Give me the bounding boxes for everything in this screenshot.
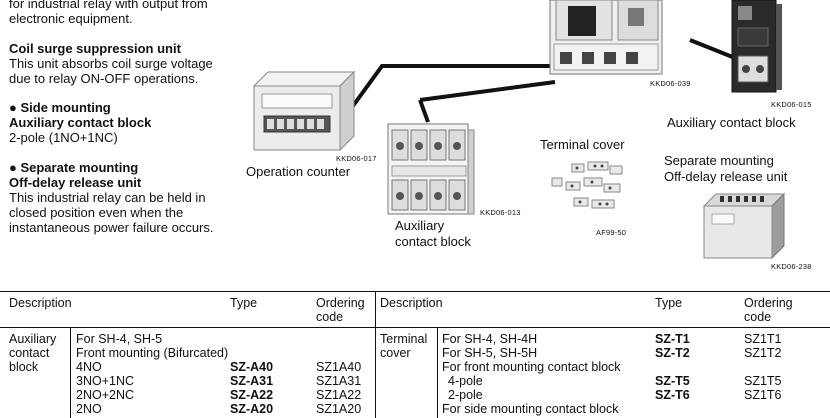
left-row-type: SZ-A22 [230, 388, 274, 402]
right-row-desc: 2-pole [448, 388, 483, 402]
right-row-code: SZ1T1 [744, 332, 782, 346]
side-desc: 2-pole (1NO+1NC) [9, 130, 118, 145]
right-row-type: SZ-T2 [655, 346, 690, 360]
left-row-code: SZ1A20 [316, 402, 362, 416]
code-kkd06-039: KKD06-039 [650, 79, 691, 88]
caption-operation-counter: Operation counter [246, 164, 351, 179]
separate-title: Off-delay release unit [9, 175, 142, 190]
table-center-divider [375, 291, 376, 418]
side-title: Auxiliary contact block [9, 115, 152, 130]
left-group-label-2: contact [9, 346, 50, 360]
side-aux-block-image [731, 0, 782, 93]
right-row-type: SZ-T1 [655, 332, 690, 346]
right-row-desc: For SH-4, SH-4H [442, 332, 538, 346]
table-header-rule [0, 327, 830, 328]
table-top-rule [0, 291, 830, 292]
side-heading: ● Side mounting [9, 100, 111, 115]
aux-contact-block-image [387, 123, 475, 215]
right-row-type: SZ-T6 [655, 388, 690, 402]
left-row-type: SZ-A20 [230, 402, 274, 416]
separate-desc-3: instantaneous power failure occurs. [9, 220, 214, 235]
terminal-cover-image [551, 161, 623, 209]
separate-heading: ● Separate mounting [9, 160, 139, 175]
left-row-desc: 2NO+2NC [76, 388, 135, 402]
right-row-desc: For SH-5, SH-5H [442, 346, 538, 360]
right-header-ordering: Ordering [744, 296, 793, 310]
intro-line-2: electronic equipment. [9, 11, 133, 26]
caption-separate-1: Separate mounting [664, 153, 774, 168]
relay-image [549, 0, 663, 75]
left-header-code: code [316, 310, 344, 324]
right-header-description: Description [380, 296, 443, 310]
code-af99-50: AF99-50 [596, 228, 627, 237]
left-header-ordering: Ordering [316, 296, 365, 310]
caption-aux-block-right: Auxiliary contact block [667, 115, 796, 130]
left-header-description: Description [9, 296, 72, 310]
coil-title: Coil surge suppression unit [9, 41, 181, 56]
off-delay-unit-image [702, 192, 786, 260]
right-row-desc: 4-pole [448, 374, 483, 388]
caption-aux-block-1: Auxiliary [395, 218, 445, 233]
left-row-desc: 2NO [76, 402, 102, 416]
caption-separate-2: Off-delay release unit [664, 169, 788, 184]
right-row-code: SZ1T2 [744, 346, 782, 360]
left-group-label-1: Auxiliary [9, 332, 57, 346]
coil-desc-2: due to relay ON-OFF operations. [9, 71, 199, 86]
table-right-group-divider [437, 327, 438, 418]
left-row-code: SZ1A22 [316, 388, 362, 402]
caption-terminal-cover: Terminal cover [540, 137, 625, 152]
left-row-desc: Front mounting (Bifurcated) [76, 346, 229, 360]
separate-desc-1: This industrial relay can be held in [9, 190, 206, 205]
left-row-type: SZ-A31 [230, 374, 274, 388]
intro-line-1: for industrial relay with output from [9, 0, 208, 11]
right-header-code: code [744, 310, 772, 324]
left-row-type: SZ-A40 [230, 360, 274, 374]
right-group-label-1: Terminal [380, 332, 428, 346]
separate-desc-2: closed position even when the [9, 205, 184, 220]
right-row-code: SZ1T6 [744, 388, 782, 402]
right-row-desc: For side mounting contact block [442, 402, 619, 416]
right-row-desc: For front mounting contact block [442, 360, 621, 374]
right-row-type: SZ-T5 [655, 374, 690, 388]
right-row-code: SZ1T5 [744, 374, 782, 388]
table-left-group-divider [70, 327, 71, 418]
code-kkd06-013: KKD06-013 [480, 208, 521, 217]
left-row-desc: For SH-4, SH-5 [76, 332, 163, 346]
left-group-label-3: block [9, 360, 39, 374]
left-row-desc: 3NO+1NC [76, 374, 135, 388]
right-group-label-2: cover [380, 346, 411, 360]
left-row-code: SZ1A31 [316, 374, 362, 388]
caption-aux-block-2: contact block [395, 234, 471, 249]
code-kkd06-238: KKD06-238 [771, 262, 812, 271]
code-kkd06-017: KKD06-017 [336, 154, 377, 163]
left-row-code: SZ1A40 [316, 360, 362, 374]
connector-lines [348, 38, 736, 123]
operation-counter-image [252, 70, 356, 152]
left-header-type: Type [230, 296, 258, 310]
coil-desc-1: This unit absorbs coil surge voltage [9, 56, 213, 71]
code-kkd06-015: KKD06-015 [771, 100, 812, 109]
right-header-type: Type [655, 296, 683, 310]
left-row-desc: 4NO [76, 360, 102, 374]
